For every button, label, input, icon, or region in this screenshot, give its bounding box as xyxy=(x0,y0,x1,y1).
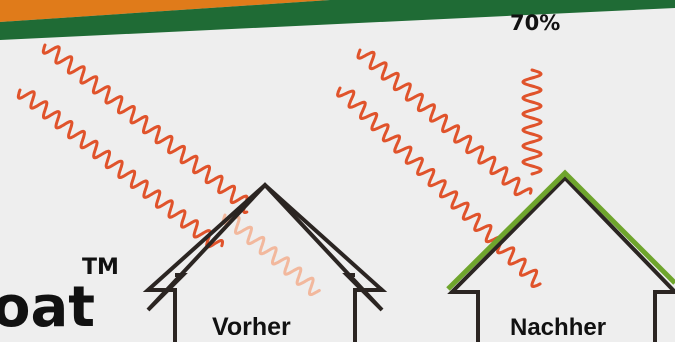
banner-green-stripe xyxy=(0,0,675,40)
house-before-outline xyxy=(142,182,388,342)
heat-waves xyxy=(16,43,543,297)
house-after: Nachher xyxy=(446,169,675,342)
house-before-roof xyxy=(146,182,384,312)
house-before-label: Vorher xyxy=(212,313,291,341)
heat-ray-before-2 xyxy=(16,88,224,249)
house-before: Vorher xyxy=(142,182,388,342)
house-after-label: Nachher xyxy=(510,314,606,341)
house-after-outline xyxy=(447,175,675,342)
trademark-symbol: TM xyxy=(82,255,119,280)
percentage-label: 70% xyxy=(510,11,560,35)
brand-wordmark: oat xyxy=(0,275,95,340)
heat-ray-before-1 xyxy=(41,43,249,214)
house-after-roof-coating xyxy=(446,169,675,291)
heat-ray-before-inside xyxy=(221,213,321,297)
heat-ray-after-2 xyxy=(336,86,542,289)
heat-ray-after-1 xyxy=(356,48,533,197)
heat-ray-reflected xyxy=(521,68,543,176)
